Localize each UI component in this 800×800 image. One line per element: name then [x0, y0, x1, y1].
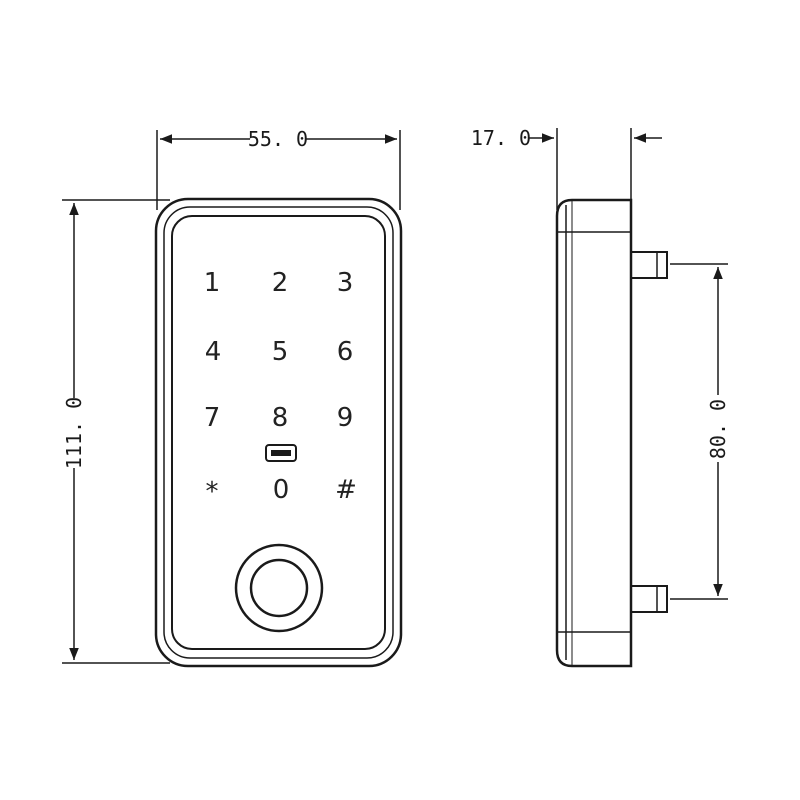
key-6[interactable]: 6 — [337, 337, 354, 367]
key-4[interactable]: 4 — [205, 337, 222, 367]
keypad-panel — [171, 215, 386, 650]
key-8[interactable]: 8 — [272, 403, 289, 433]
key-7[interactable]: 7 — [204, 403, 221, 433]
width-dimension: 55. 0 — [156, 127, 401, 210]
depth-dimension: 17. 0 — [471, 126, 662, 210]
key-3[interactable]: 3 — [337, 268, 354, 298]
key-star[interactable]: * — [206, 477, 219, 507]
front-view: 55. 0 111. 0 1 2 3 4 5 6 7 8 9 * 0 # — [62, 127, 403, 668]
key-5[interactable]: 5 — [272, 337, 289, 367]
key-9[interactable]: 9 — [337, 403, 354, 433]
depth-label: 17. 0 — [471, 126, 531, 150]
keypad-grid: 1 2 3 4 5 6 7 8 9 * 0 # — [204, 268, 357, 507]
height-label: 111. 0 — [62, 397, 86, 469]
mounting-post-top — [630, 251, 668, 279]
width-label: 55. 0 — [248, 127, 308, 151]
lock-body-bezel — [163, 206, 394, 659]
key-1[interactable]: 1 — [204, 268, 221, 298]
mounting-post-bottom — [630, 585, 668, 613]
lock-body-outer — [154, 197, 403, 668]
key-0[interactable]: 0 — [273, 475, 290, 505]
fingerprint-sensor[interactable] — [234, 543, 324, 633]
spacing-label: 80. 0 — [706, 399, 730, 459]
side-view: 17. 0 80. 0 — [471, 126, 730, 668]
key-hash[interactable]: # — [335, 475, 357, 505]
height-dimension: 111. 0 — [62, 199, 170, 664]
card-reader-icon — [265, 444, 297, 462]
key-2[interactable]: 2 — [272, 268, 289, 298]
post-spacing-dimension: 80. 0 — [670, 263, 730, 600]
side-body-outline — [555, 198, 633, 668]
